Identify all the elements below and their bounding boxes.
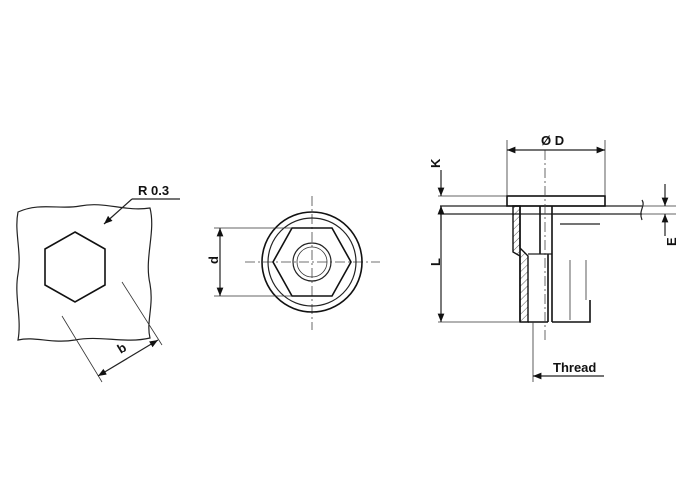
thread-bore xyxy=(292,242,332,282)
L-label: L xyxy=(428,258,443,266)
side-section-view: Ø D K L E Thread xyxy=(428,133,679,382)
E-label: E xyxy=(664,237,679,246)
hex-hole-detail: R 0.3 b xyxy=(16,183,180,383)
sheet-break-right xyxy=(640,199,644,221)
hex-width-ext-1 xyxy=(61,315,103,383)
hex-width-label: b xyxy=(114,340,129,357)
thread-label: Thread xyxy=(553,360,596,375)
hex-body xyxy=(272,227,352,297)
sheet-break-outline xyxy=(16,204,153,342)
flange-inner-circle xyxy=(267,217,357,307)
hex-hole xyxy=(44,231,106,303)
body-outline xyxy=(519,206,549,323)
hex-width-dim-line xyxy=(97,339,159,377)
top-view: d xyxy=(206,196,380,330)
thread-bore-inner xyxy=(296,246,328,278)
flange-outer-circle xyxy=(261,211,363,313)
flange-head xyxy=(506,195,606,207)
radius-label: R 0.3 xyxy=(138,183,169,198)
K-label: K xyxy=(428,158,443,168)
body-right-outline xyxy=(551,206,591,323)
d-label: d xyxy=(206,256,221,264)
D-label: Ø D xyxy=(541,133,564,148)
radius-leader xyxy=(103,198,133,225)
hex-width-ext-2 xyxy=(121,281,163,346)
